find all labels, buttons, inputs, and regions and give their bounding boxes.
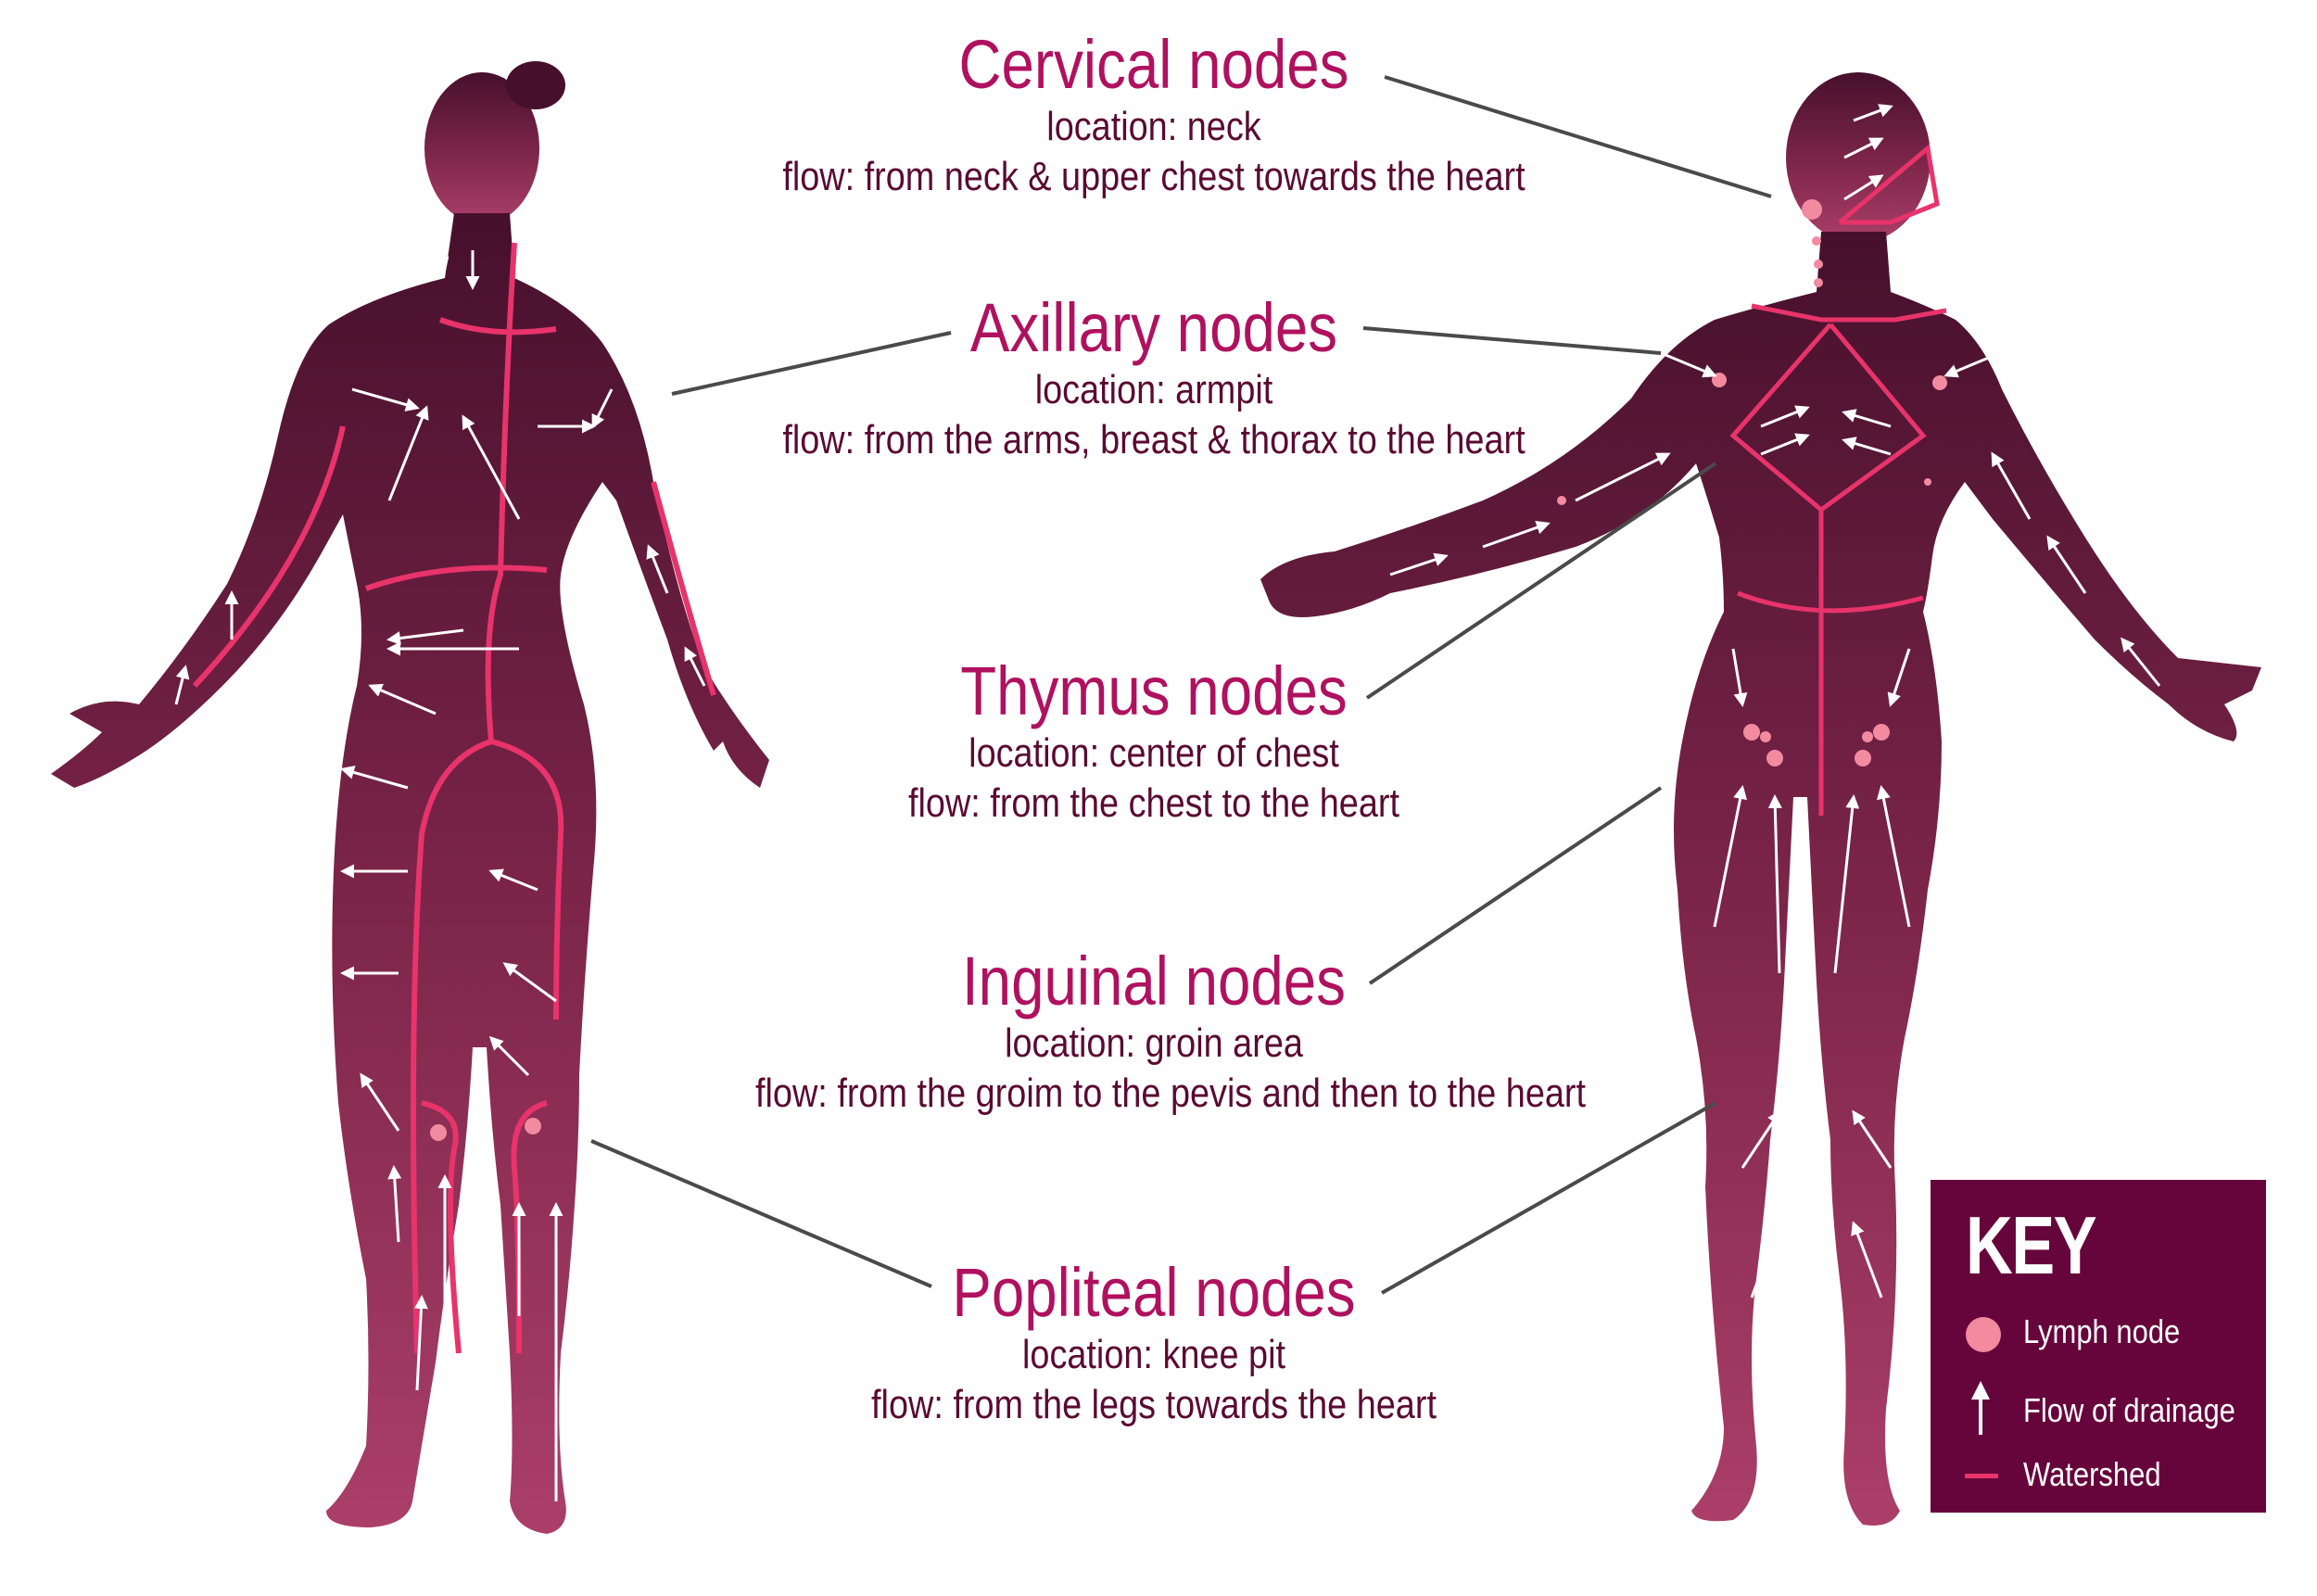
annotation-location: location: neck <box>1046 104 1261 149</box>
annotation-title: Cervical nodes <box>958 26 1349 103</box>
annotation-location: location: knee pit <box>1022 1332 1285 1377</box>
legend-key: KEY Lymph node Flow of drainage Watershe… <box>1931 1180 2266 1513</box>
leader-lines <box>590 75 1772 1295</box>
annotation-title: Axillary nodes <box>969 289 1338 366</box>
annotation-location: location: groin area <box>1005 1020 1303 1066</box>
front-watershed-lines <box>1729 144 1947 816</box>
annotation-title: Thymus nodes <box>960 652 1348 729</box>
thymus-nodes-annotation: Thymus nodes location: center of chest f… <box>690 654 1617 829</box>
annotation-flow: flow: from the arms, breast & thorax to … <box>782 417 1526 462</box>
annotation-location: location: armpit <box>1034 367 1273 412</box>
back-body-silhouette <box>51 61 769 1534</box>
front-drainage-arrows <box>1389 104 2161 1298</box>
back-lymph-nodes <box>430 1118 541 1141</box>
arrow-up-icon <box>1971 1381 1990 1435</box>
front-lymph-nodes <box>1557 199 1947 766</box>
annotation-flow: flow: from neck & upper chest towards th… <box>782 154 1526 199</box>
annotation-flow: flow: from the legs towards the heart <box>871 1382 1437 1427</box>
line-icon <box>1965 1474 1998 1478</box>
key-label-lymph-node: Lymph node <box>2023 1312 2181 1350</box>
key-title: KEY <box>1966 1199 2097 1291</box>
key-label-flow: Flow of drainage <box>2023 1391 2235 1429</box>
front-body-silhouette <box>1260 72 2261 1526</box>
circle-icon <box>1966 1317 2001 1352</box>
annotation-flow: flow: from the chest to the heart <box>907 780 1400 826</box>
back-drainage-arrows <box>174 231 706 1501</box>
annotation-title: Inguinal nodes <box>961 943 1347 1020</box>
key-label-watershed: Watershed <box>2023 1455 2161 1493</box>
annotation-location: location: center of chest <box>969 730 1339 776</box>
popliteal-nodes-annotation: Popliteal nodes location: knee pit flow:… <box>690 1256 1617 1430</box>
axillary-nodes-annotation: Axillary nodes location: armpit flow: fr… <box>690 291 1617 465</box>
cervical-nodes-annotation: Cervical nodes location: neck flow: from… <box>690 28 1617 202</box>
inguinal-nodes-annotation: Inguinal nodes location: groin area flow… <box>690 944 1617 1119</box>
annotation-title: Popliteal nodes <box>952 1254 1356 1331</box>
annotation-flow: flow: from the groim to the pevis and th… <box>755 1070 1587 1116</box>
